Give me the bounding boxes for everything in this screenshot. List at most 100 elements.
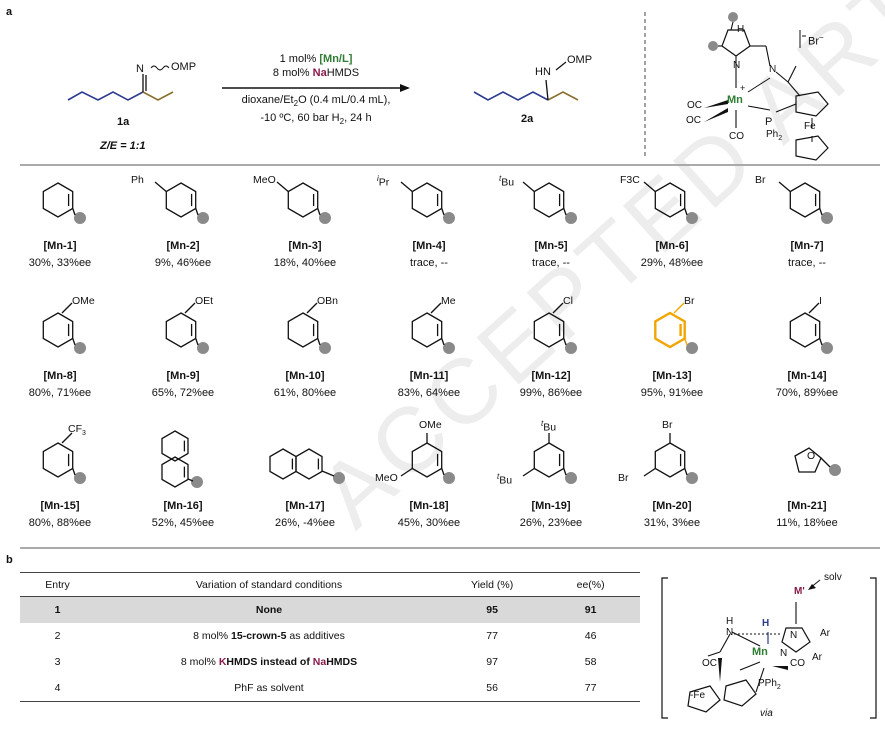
ligand-cell: [Mn-15]80%, 88%ee	[0, 500, 120, 529]
bond	[317, 338, 321, 346]
cell-entry: 2	[54, 630, 61, 642]
substituent-label: Me	[441, 295, 456, 307]
intermediate-ar2: Ar	[812, 652, 822, 663]
ligand-label: [Mn-13]	[652, 370, 692, 382]
cell-ee: 58	[584, 656, 597, 668]
complex-nh-h: H	[737, 24, 745, 35]
bond	[563, 338, 567, 346]
benzene-ring	[533, 442, 565, 478]
bond	[552, 302, 564, 314]
bond	[522, 181, 535, 192]
header-entry: Entry	[20, 572, 96, 597]
attachment-dot	[565, 212, 577, 224]
bond	[441, 208, 445, 216]
ligand-result: 99%, 86%ee	[519, 387, 583, 399]
ligand-label: [Mn-3]	[288, 240, 322, 252]
bond	[72, 468, 76, 476]
attachment-dot	[319, 342, 331, 354]
attachment-dot	[443, 472, 455, 484]
attachment-dot	[686, 212, 698, 224]
bond	[808, 302, 820, 314]
attachment-dot	[443, 342, 455, 354]
attachment-dot	[443, 212, 455, 224]
intermediate-m: M'	[794, 586, 805, 597]
bond	[184, 302, 196, 314]
ligand-label: [Mn-18]	[409, 500, 449, 512]
ligand-label: [Mn-21]	[787, 500, 827, 512]
panel-a-letter: a	[6, 6, 13, 18]
cell-ee: 46	[584, 630, 597, 642]
ligand-label: [Mn-1]	[43, 240, 77, 252]
attachment-dot	[565, 472, 577, 484]
substituent-label: tBu	[541, 419, 557, 434]
cell-ee: 91	[541, 596, 640, 623]
furan-ring	[794, 447, 822, 473]
intermediate-pph2: PPh2	[758, 678, 781, 691]
cell-variation: None	[95, 596, 443, 623]
product-hn-atom: HN	[535, 66, 551, 78]
ligand-cell: [Mn-14]70%, 89%ee	[747, 370, 867, 399]
ligand-label: [Mn-10]	[285, 370, 325, 382]
substituent-label: Br	[618, 472, 629, 484]
intermediate-ar1: Ar	[820, 628, 830, 639]
header-ee: ee(%)	[541, 572, 640, 597]
attachment-dot	[333, 472, 345, 484]
ligand-label: [Mn-9]	[166, 370, 200, 382]
ligand-result: trace, --	[410, 257, 448, 269]
bond	[430, 302, 442, 314]
ligand-cell: [Mn-8]80%, 71%ee	[0, 370, 120, 399]
substrate-label: 1a	[117, 116, 130, 128]
benzene-ring	[411, 442, 443, 478]
ligand-label: [Mn-6]	[655, 240, 689, 252]
cell-variation: 8 mol% KHMDS instead of NaHMDS	[180, 656, 358, 668]
table-header-row: Entry Variation of standard conditions Y…	[20, 572, 640, 597]
bond	[321, 470, 335, 477]
bond	[441, 338, 445, 346]
intermediate-n2: N	[780, 648, 788, 659]
ligand-grid-structures	[20, 181, 880, 549]
product-omp-label: OMP	[567, 54, 593, 66]
bond	[72, 208, 76, 216]
ligand-cell: [Mn-21] 11%, 18%ee	[747, 500, 867, 529]
attachment-dot	[829, 464, 841, 476]
bond	[317, 208, 321, 216]
bond	[187, 478, 194, 482]
conditions-table: Entry Variation of standard conditions Y…	[20, 572, 640, 702]
substituent-label: I	[819, 295, 822, 307]
attachment-dot	[821, 212, 833, 224]
ligand-cell: [Mn-20]31%, 3%ee	[612, 500, 732, 529]
complex-co1: OC	[687, 100, 702, 111]
complex-counterion: Br−	[808, 33, 824, 48]
ligand-result: 11%, 18%ee	[776, 517, 838, 529]
substituent-label: tBu	[497, 472, 513, 487]
cell-yield: 97	[486, 656, 498, 668]
substituent-label: OMe	[72, 295, 95, 307]
substituent-label: Br	[662, 419, 673, 431]
ligand-label: [Mn-8]	[43, 370, 77, 382]
benzene-ring	[654, 442, 686, 478]
intermediate-co: CO	[790, 658, 805, 669]
ligand-cell: [Mn-6]29%, 48%ee	[612, 240, 732, 269]
reaction-conditions-top: 1 mol% [Mn/L] 8 mol% NaHMDS	[272, 53, 360, 79]
intermediate-n: N	[790, 630, 798, 641]
ligand-result: 9%, 46%ee	[154, 257, 212, 269]
ligand-result: 95%, 91%ee	[640, 387, 704, 399]
bond	[441, 468, 445, 476]
ligand-result: 70%, 89%ee	[775, 387, 839, 399]
bond	[195, 338, 199, 346]
attachment-dot	[565, 342, 577, 354]
ligand-cell: [Mn-18]45%, 30%ee	[369, 500, 489, 529]
cell-entry: 4	[20, 675, 96, 702]
attachment-dot	[74, 212, 86, 224]
ligand-cell: [Mn-19]26%, 23%ee	[491, 500, 611, 529]
attachment-dot	[686, 472, 698, 484]
bond	[61, 302, 73, 314]
complex-fe: Fe	[804, 121, 816, 132]
attachment-dot	[74, 342, 86, 354]
ligand-cell: [Mn-13] 95%, 91%ee	[612, 370, 732, 399]
substituent-label: Br	[684, 295, 695, 307]
substituent-label: Ph	[131, 174, 144, 186]
ligand-result: 26%, -4%ee	[275, 517, 335, 529]
benzene-ring	[654, 311, 686, 349]
